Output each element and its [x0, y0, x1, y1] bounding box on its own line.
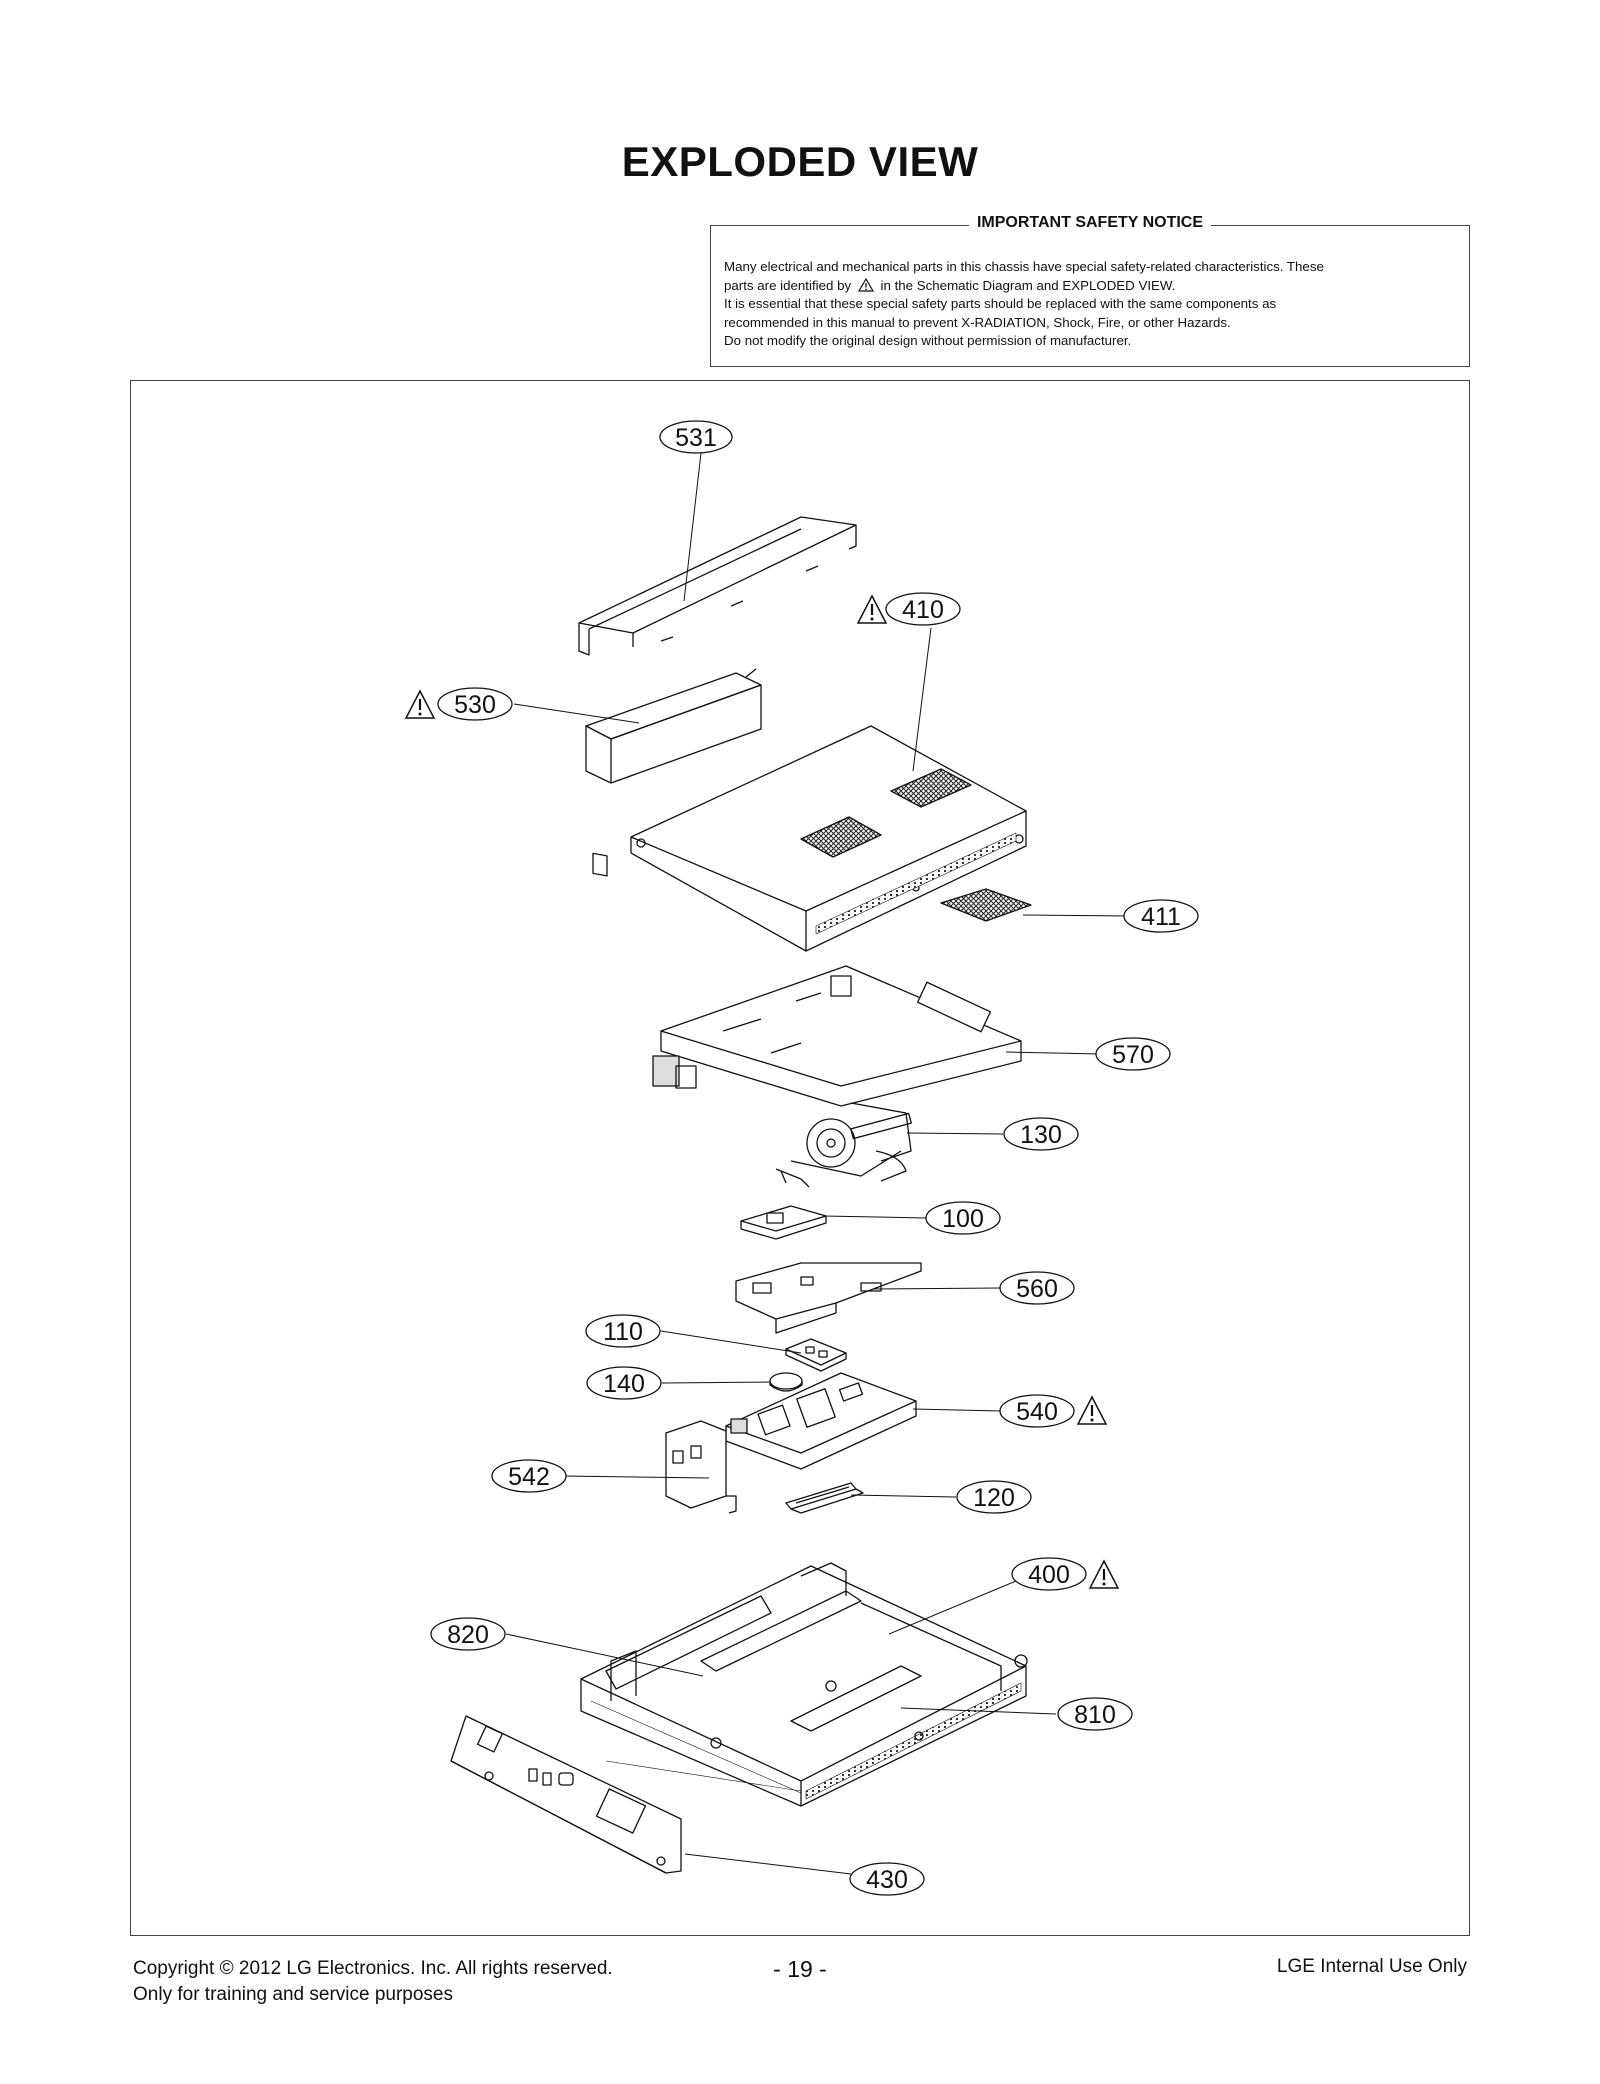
part-400-base-chassis [580, 1562, 1028, 1807]
copyright-text: Copyright © 2012 LG Electronics. Inc. Al… [133, 1958, 613, 1979]
part-label: 411 [1141, 903, 1181, 931]
part-label: 140 [603, 1370, 645, 1398]
part-label: 130 [1020, 1121, 1062, 1149]
warning-triangle-icon [1088, 1559, 1120, 1590]
part-531-top-cover [578, 516, 857, 656]
part-540-main-board [725, 1372, 917, 1470]
leader-lines [505, 452, 1132, 1875]
part-label: 542 [508, 1463, 550, 1491]
safety-notice-text: Many electrical and mechanical parts in … [724, 258, 1456, 351]
part-label: 560 [1016, 1275, 1058, 1303]
warning-triangle-icon [857, 277, 874, 292]
notice-line-part: parts are identified by [724, 277, 852, 293]
part-label: 810 [1074, 1701, 1116, 1729]
warning-triangle-icon [1076, 1395, 1108, 1426]
part-label: 400 [1028, 1561, 1070, 1589]
part-542-io-bracket [665, 1420, 737, 1514]
part-140-coin-battery [769, 1372, 803, 1392]
part-410-chassis-cover [630, 725, 1027, 952]
safety-notice-title: IMPORTANT SAFETY NOTICE [968, 214, 1212, 231]
warning-triangle-icon [856, 594, 888, 625]
part-label: 570 [1112, 1041, 1154, 1069]
part-callouts [430, 420, 1199, 1896]
part-120-memory-module [785, 1482, 864, 1514]
part-label: 120 [973, 1484, 1015, 1512]
exploded-diagram: 531 410 530 411 570 130 100 560 110 140 … [130, 380, 1470, 1936]
warning-triangle-icon [404, 689, 436, 720]
part-110-cpu [785, 1338, 847, 1372]
part-label: 820 [447, 1621, 489, 1649]
footer-copyright: Copyright © 2012 LG Electronics. Inc. Al… [133, 1956, 613, 2008]
page-number: - 19 - [773, 1956, 827, 1982]
notice-line: parts are identified by in the Schematic… [724, 277, 1456, 296]
part-130-cooler [775, 1102, 912, 1188]
notice-line: recommended in this manual to prevent X-… [724, 314, 1231, 330]
part-label: 430 [866, 1866, 908, 1894]
part-530-power-adapter [585, 668, 762, 877]
notice-line: It is essential that these special safet… [724, 296, 1277, 311]
notice-line-part: in the Schematic Diagram and EXPLODED VI… [880, 277, 1176, 293]
page-title: EXPLODED VIEW [621, 138, 979, 185]
safety-notice-box: IMPORTANT SAFETY NOTICE Many electrical … [710, 214, 1470, 367]
part-570-board [652, 965, 1022, 1140]
part-560-board [735, 1262, 922, 1334]
exploded-diagram-drawing: 531 410 530 411 570 130 100 560 110 140 … [404, 420, 1199, 1896]
part-label: 530 [454, 691, 496, 719]
part-label: 531 [675, 424, 717, 452]
part-100-cpu-card [740, 1205, 827, 1240]
notice-line: Do not modify the original design withou… [724, 333, 1132, 348]
part-430-rear-bracket [450, 1715, 682, 1874]
notice-line: Many electrical and mechanical parts in … [724, 259, 1324, 274]
part-label: 100 [942, 1205, 984, 1233]
part-label: 110 [603, 1318, 643, 1346]
footer-classification: LGE Internal Use Only [1276, 1956, 1467, 1977]
part-label: 540 [1016, 1398, 1058, 1426]
part-label: 410 [902, 596, 944, 624]
usage-text: Only for training and service purposes [133, 1984, 453, 2005]
part-411-vent-mesh [940, 888, 1032, 922]
